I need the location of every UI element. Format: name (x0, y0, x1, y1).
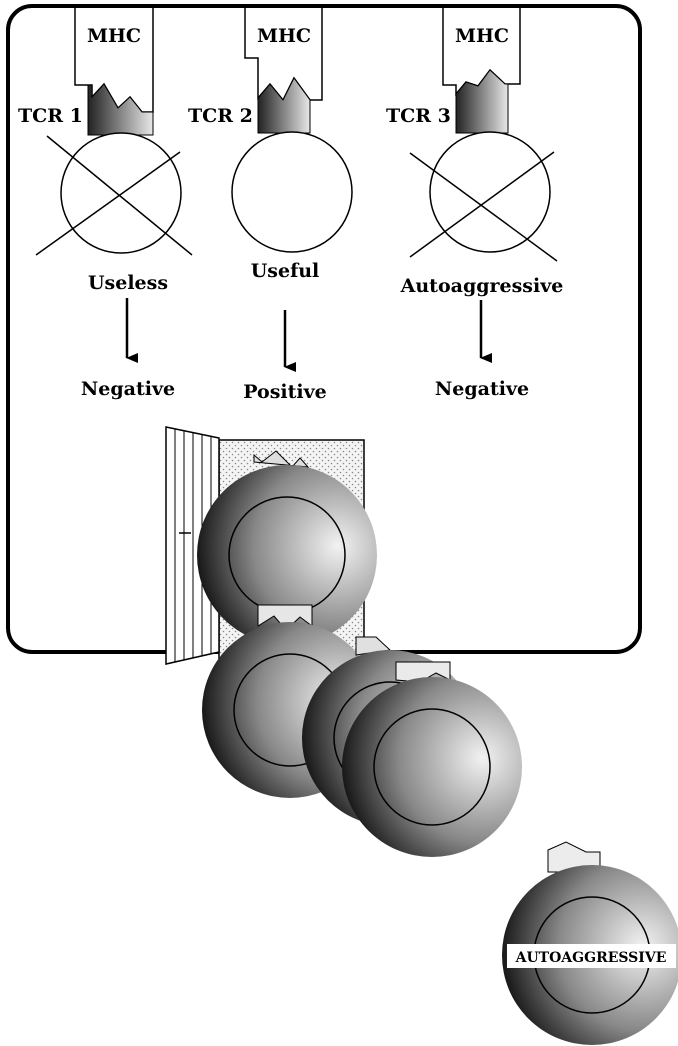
outcome-label: Useless (88, 272, 168, 294)
autoaggressive-label: AUTOAGGRESSIVE (515, 950, 667, 966)
selection-label: Negative (81, 378, 175, 400)
panel-tcr-2: MHC TCR 2 Useful Positive (188, 8, 353, 403)
cross-line (35, 151, 181, 256)
outcome-label: Useful (251, 260, 320, 282)
tcr-label: TCR 1 (18, 105, 83, 127)
tcr-receptor (455, 69, 509, 134)
mhc-label: MHC (87, 25, 141, 47)
tcr-label: TCR 3 (386, 105, 451, 127)
selection-label: Negative (435, 378, 529, 400)
cross-line (409, 151, 555, 258)
outcome-label: Autoaggressive (400, 275, 564, 297)
cross-line (409, 152, 558, 262)
autoaggressive-badge (507, 944, 676, 968)
t-cell (429, 131, 551, 253)
mhc-label: MHC (257, 25, 311, 47)
mhc-label: MHC (455, 25, 509, 47)
exit-door (165, 426, 220, 665)
panel-tcr-3: MHC TCR 3 Autoaggressive Negative (386, 8, 563, 400)
tcr-receptor (257, 77, 311, 134)
tcr-receptor (87, 83, 154, 136)
escaped-autoaggressive-cell: AUTOAGGRESSIVE (502, 841, 678, 1045)
t-cell (60, 132, 182, 254)
tcr-label: TCR 2 (188, 105, 253, 127)
t-cell (231, 131, 353, 253)
selection-label: Positive (243, 381, 327, 403)
panel-tcr-1: MHC TCR 1 Useless Negative (18, 8, 193, 400)
exiting-cell (342, 661, 522, 857)
